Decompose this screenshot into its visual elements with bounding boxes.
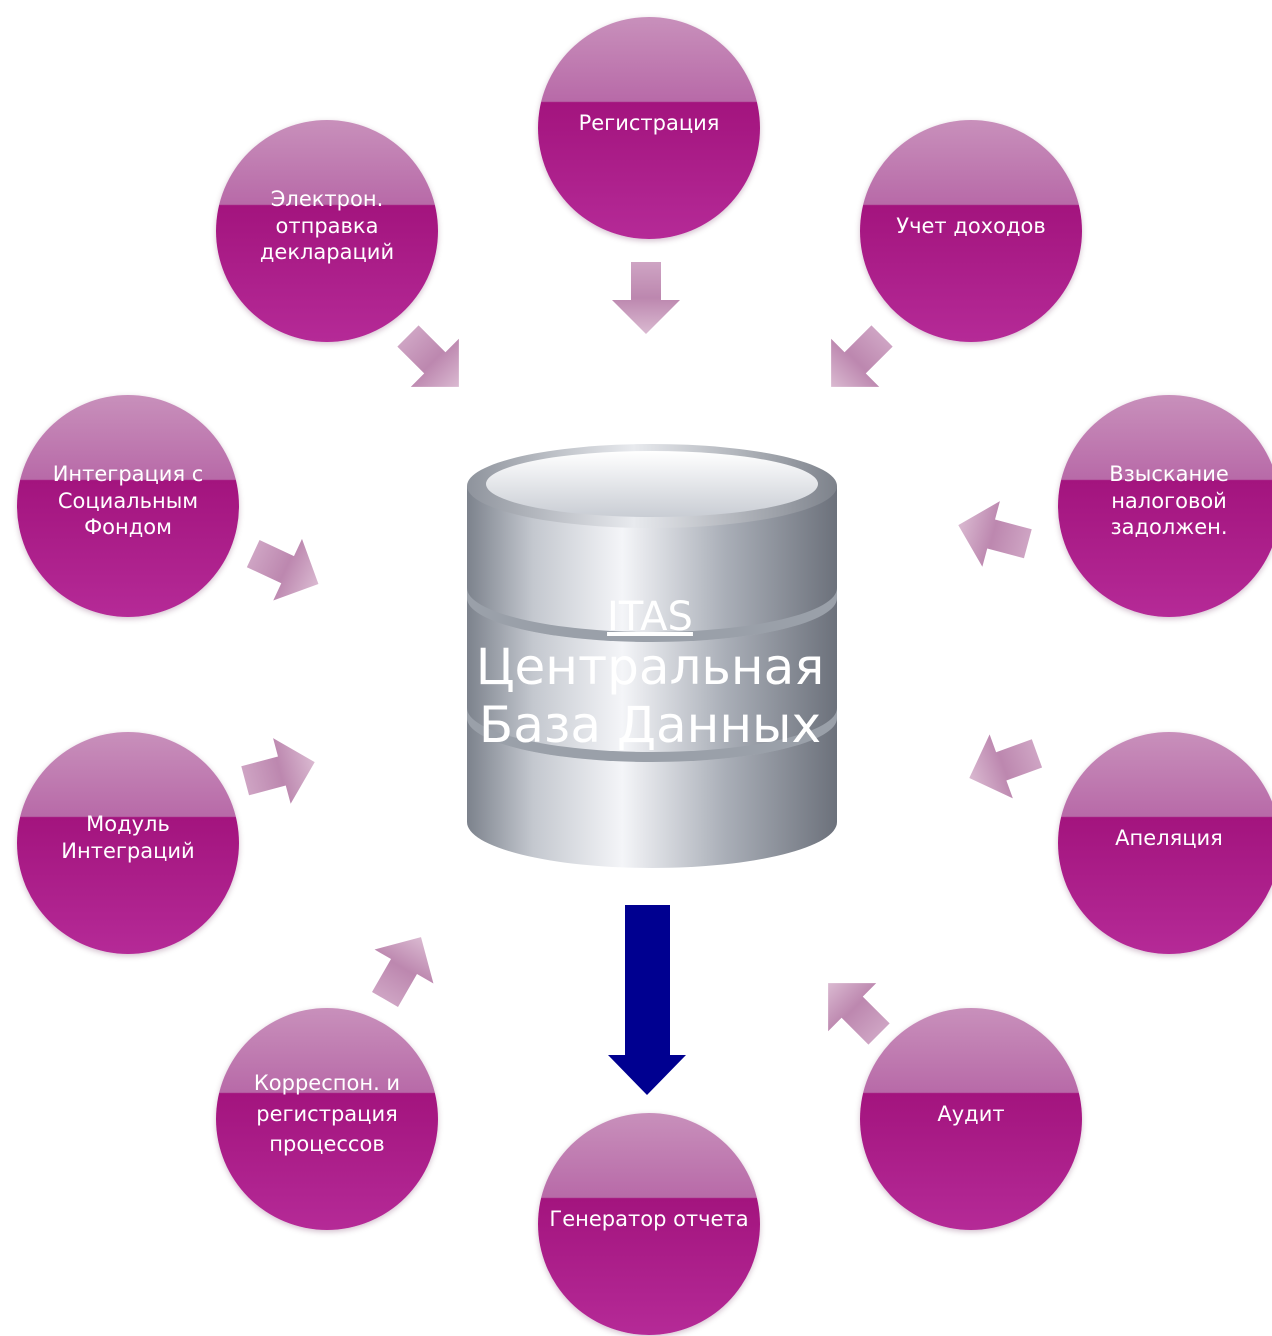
database-abbr: ITAS [607,594,693,640]
node-registration[interactable]: Регистрация [538,17,760,239]
node-label: Учет доходов [896,213,1046,238]
node-report-generator[interactable]: Генератор отчета [538,1113,760,1335]
arrow-from-correspondence [372,937,434,1007]
node-label: Регистрация [578,110,720,135]
arrow-from-registration [612,262,680,334]
node-e-filing[interactable]: Электрон. отправка деклараций [216,120,438,342]
database-label: ITAS Центральная База Данных [440,595,860,754]
arrow-from-social-fund [246,538,319,601]
arrow-to-report-generator [608,905,686,1095]
node-label: Апеляция [1115,825,1223,850]
arrow-from-e-filing [397,325,459,387]
node-correspondence[interactable]: Корреспон. и регистрация процессов [216,1008,438,1230]
node-label: Интеграция с Социальным Фондом [52,461,204,540]
arrow-from-debt-collection [958,501,1032,567]
node-label: Модуль Интеграций [61,812,195,863]
node-label: Корреспон. и регистрация процессов [253,1071,401,1157]
arrow-from-appeal [969,734,1043,799]
arrow-from-integration-module [241,738,315,804]
database-title-line2: База Данных [478,695,822,754]
node-integration-module[interactable]: Модуль Интеграций [17,732,239,954]
node-label: Электрон. отправка деклараций [259,186,395,265]
node-appeal[interactable]: Апеляция [1058,732,1272,954]
arrow-from-income [831,325,893,387]
node-label: Аудит [937,1101,1005,1126]
node-label: Генератор отчета [549,1206,749,1231]
database-title-line1: Центральная [475,638,825,696]
node-label: Взыскание налоговой задолжен. [1109,461,1229,540]
node-debt-collection[interactable]: Взыскание налоговой задолжен. [1058,395,1272,617]
node-audit[interactable]: Аудит [860,1008,1082,1230]
arrow-from-audit [828,983,890,1045]
node-income[interactable]: Учет доходов [860,120,1082,342]
node-social-fund[interactable]: Интеграция с Социальным Фондом [17,395,239,617]
